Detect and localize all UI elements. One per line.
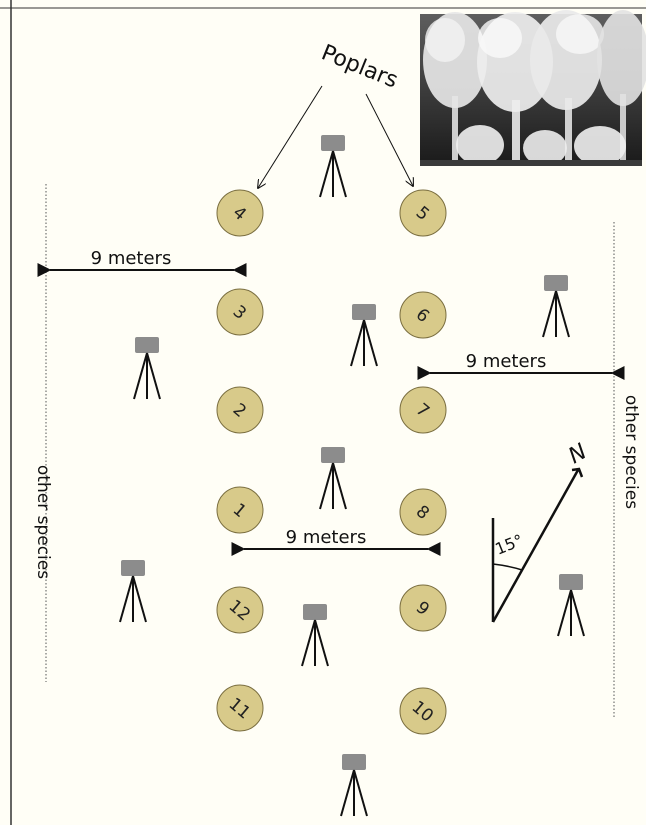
tree-2: 2 — [216, 386, 264, 434]
terrestrial-laser-scanner-icon — [301, 604, 329, 667]
distance-left-label: 9 meters — [91, 248, 172, 269]
terrestrial-laser-scanner-icon — [542, 275, 570, 338]
tree-circle — [399, 687, 447, 735]
terrestrial-laser-scanner-icon — [319, 447, 347, 510]
tree-1: 1 — [216, 486, 264, 534]
tree-circle — [216, 586, 264, 634]
right-side-label: other species — [621, 395, 641, 509]
tree-circle — [216, 486, 264, 534]
terrestrial-laser-scanner-icon — [319, 135, 347, 198]
leader-line-to-tree-4 — [258, 85, 323, 188]
leader-line-to-tree-5 — [365, 93, 413, 186]
terrestrial-laser-scanner-icon — [557, 574, 585, 637]
terrestrial-laser-scanner-icon — [133, 337, 161, 400]
compass-north-arrow — [491, 469, 580, 623]
tree-circle — [399, 488, 447, 536]
tree-circle — [399, 189, 447, 237]
distance-middle: 9 meters — [231, 527, 441, 556]
tree-circle — [399, 386, 447, 434]
tree-6: 6 — [399, 291, 447, 339]
tree-9: 9 — [399, 584, 447, 632]
tree-8: 8 — [399, 488, 447, 536]
terrestrial-laser-scanner-icon — [350, 304, 378, 367]
distance-right: 9 meters — [417, 351, 625, 380]
tree-5: 5 — [399, 189, 447, 237]
left-side-label: other species — [33, 465, 53, 579]
tree-circle — [216, 386, 264, 434]
distance-middle-label: 9 meters — [286, 527, 367, 548]
tree-4: 4 — [216, 189, 264, 237]
tree-7: 7 — [399, 386, 447, 434]
tree-12: 12 — [216, 586, 264, 634]
terrestrial-laser-scanner-icon — [340, 754, 368, 817]
tree-circle — [216, 684, 264, 732]
distance-right-label: 9 meters — [466, 351, 547, 372]
poplar-trees: 4 5 3 6 2 7 1 8 12 9 11 10 — [216, 189, 447, 735]
compass-arrowhead — [571, 467, 584, 478]
tree-circle — [216, 288, 264, 336]
terrestrial-laser-scanner-icon — [119, 560, 147, 623]
tree-circle — [216, 189, 264, 237]
tree-10: 10 — [399, 687, 447, 735]
point-cloud-thumbnail — [420, 10, 646, 166]
compass-angle-arc — [492, 563, 523, 571]
tree-3: 3 — [216, 288, 264, 336]
tree-circle — [399, 584, 447, 632]
tree-11: 11 — [216, 684, 264, 732]
laser-scanners — [119, 135, 585, 817]
tree-circle — [399, 291, 447, 339]
distance-left: 9 meters — [37, 248, 247, 277]
